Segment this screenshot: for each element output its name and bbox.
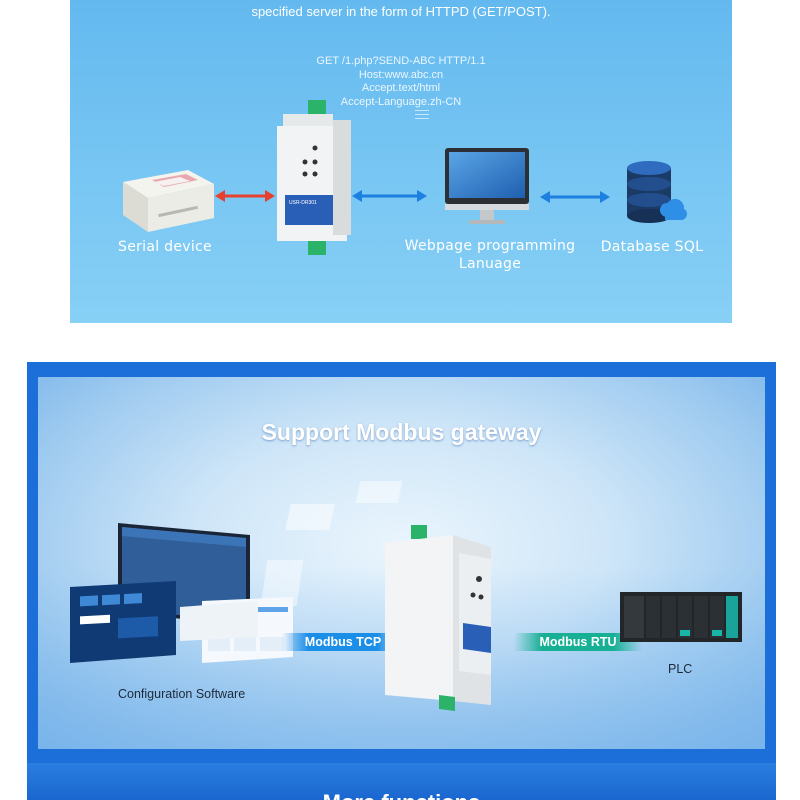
- database-label: Database SQL: [600, 239, 704, 255]
- http-request-line: Accept-Language.zh-CN: [340, 95, 462, 108]
- floating-card: [355, 481, 403, 503]
- svg-text:USR-DR301: USR-DR301: [289, 200, 317, 206]
- database-icon: [627, 161, 687, 223]
- printer-icon: [123, 170, 214, 232]
- webpage-programming-label: Webpage programming Lanuage: [400, 237, 580, 273]
- bidirectional-arrow-icon: [352, 190, 427, 202]
- http-request-line: GET /1.php?SEND-ABC HTTP/1.1: [316, 55, 486, 67]
- gateway-device-icon: USR-DR301: [277, 100, 351, 255]
- next-section-header: More functions: [27, 763, 776, 800]
- bidirectional-arrow-icon: [215, 190, 275, 202]
- request-divider: [415, 110, 429, 122]
- next-section-title: More functions: [27, 790, 776, 800]
- monitor-icon: [445, 148, 529, 224]
- http-request-line: Host:www.abc.cn: [358, 68, 444, 81]
- plc-icon: [620, 592, 742, 642]
- modbus-rtu-badge: Modbus RTU: [514, 633, 642, 651]
- bidirectional-arrow-icon: [540, 191, 610, 203]
- serial-device-label: Serial device: [118, 239, 212, 255]
- gateway-device-icon: [385, 525, 491, 711]
- httpd-panel: specified server in the form of HTTPD (G…: [70, 0, 732, 323]
- webpage-label-line: Lanuage: [458, 256, 522, 272]
- software-screens-icon: [70, 523, 293, 663]
- modbus-title: Support Modbus gateway: [261, 419, 542, 445]
- modbus-stage: Support Modbus gateway: [38, 377, 765, 749]
- modbus-panel: Support Modbus gateway: [27, 362, 776, 800]
- http-request-line: Accept.text/html: [361, 82, 441, 94]
- webpage-label-line: Webpage programming: [404, 238, 576, 254]
- plc-label: PLC: [668, 662, 693, 676]
- modbus-tcp-badge: Modbus TCP: [282, 633, 404, 651]
- configuration-software-label: Configuration Software: [118, 687, 246, 701]
- httpd-caption: specified server in the form of HTTPD (G…: [251, 4, 551, 19]
- http-request-block: GET /1.php?SEND-ABC HTTP/1.1 Host:www.ab…: [70, 55, 732, 109]
